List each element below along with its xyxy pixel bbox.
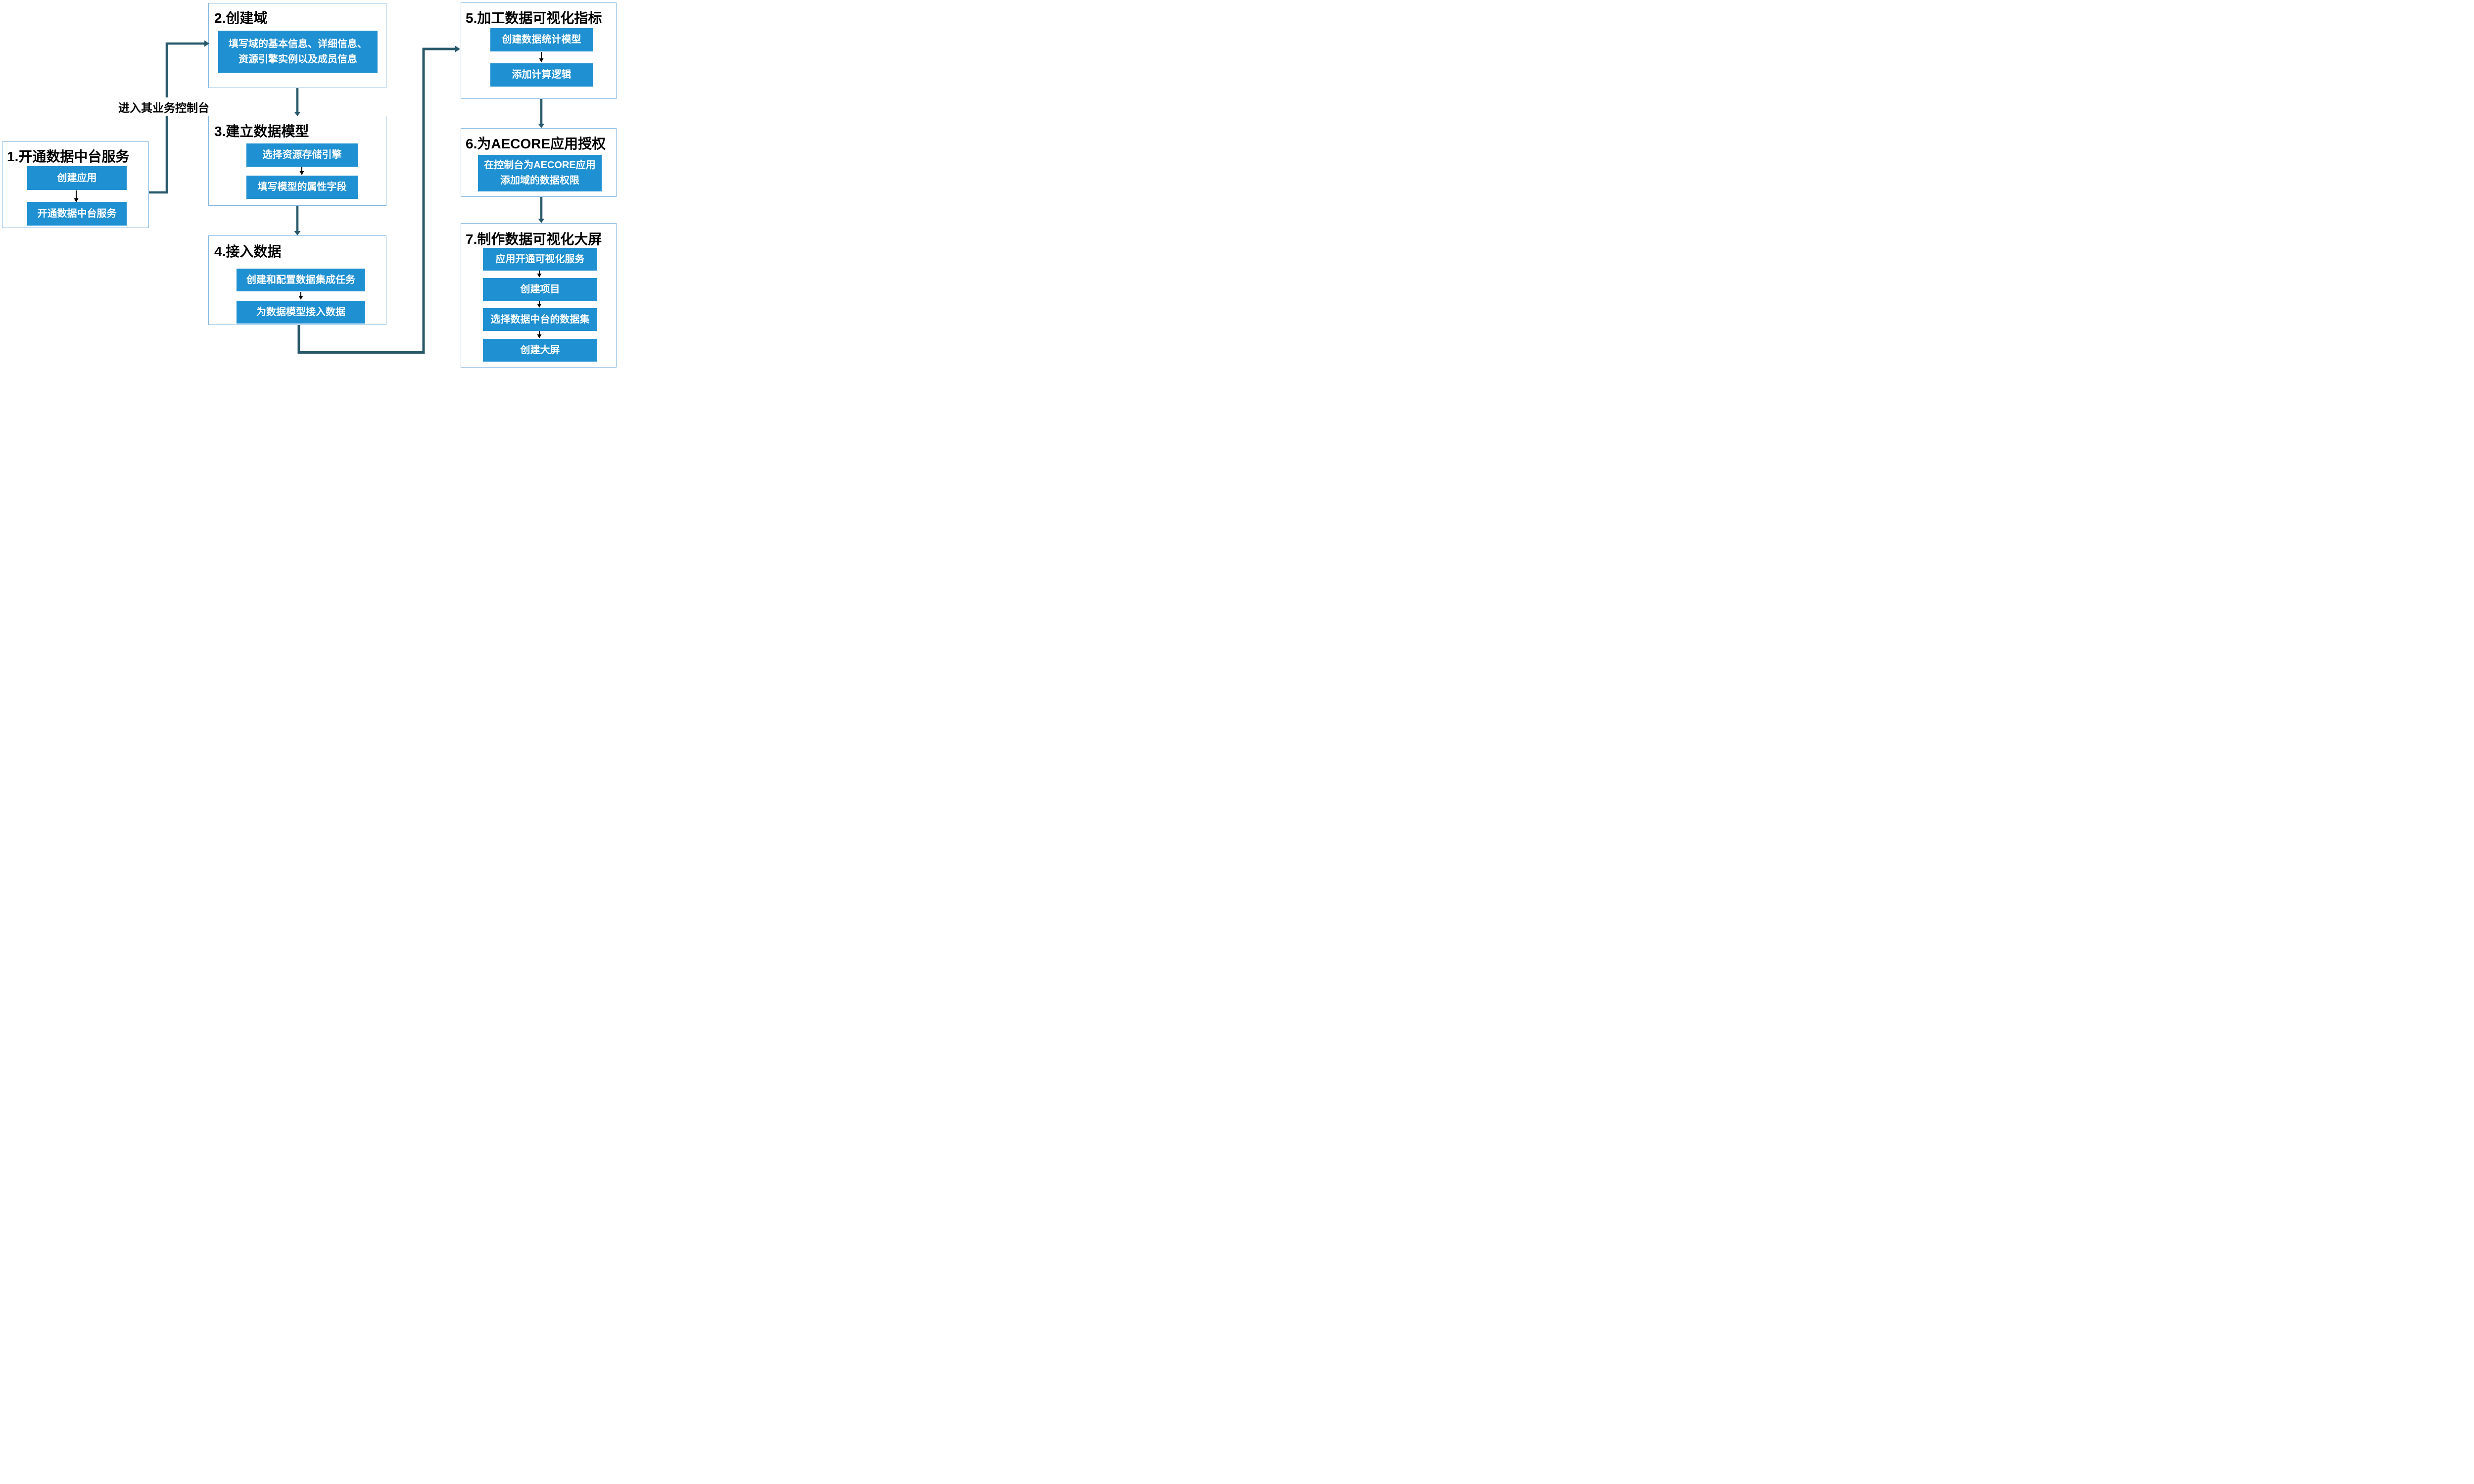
stage-3-step-1: 选择资源存储引擎 [246, 143, 358, 167]
connector-stage3-to-stage4 [294, 206, 301, 235]
flowchart-canvas: 1.开通数据中台服务 创建应用 开通数据中台服务 2.创建域 填写域的基本信息、… [0, 0, 618, 371]
stage-1-step-1: 创建应用 [27, 166, 127, 190]
flow-label-enter-console: 进入其业务控制台 [118, 97, 209, 116]
stage-4-step-1: 创建和配置数据集成任务 [237, 269, 365, 291]
stage-7-step-2: 创建项目 [483, 278, 597, 301]
stage-2-title: 2.创建域 [214, 10, 268, 26]
stage-4-title: 4.接入数据 [214, 244, 282, 259]
stage-4-step-2: 为数据模型接入数据 [237, 301, 365, 324]
stage-3-step-2: 填写模型的属性字段 [246, 176, 358, 199]
connector-stage2-to-stage3 [294, 88, 301, 116]
stage-7-step-1: 应用开通可视化服务 [483, 248, 597, 271]
stage-5-step-1: 创建数据统计模型 [490, 28, 593, 51]
stage-5-title: 5.加工数据可视化指标 [466, 10, 602, 26]
stage-7-box: 7.制作数据可视化大屏 应用开通可视化服务 创建项目 选择数据中台的数据集 创建… [461, 223, 617, 368]
stage-2-box: 2.创建域 填写域的基本信息、详细信息、 资源引擎实例以及成员信息 [208, 3, 386, 88]
stage-7-step-4: 创建大屏 [483, 339, 597, 362]
stage-1-step-2: 开通数据中台服务 [27, 202, 127, 226]
stage-2-step-1: 填写域的基本信息、详细信息、 资源引擎实例以及成员信息 [218, 31, 378, 73]
stage-5-box: 5.加工数据可视化指标 创建数据统计模型 添加计算逻辑 [461, 2, 617, 99]
stage-6-step-1: 在控制台为AECORE应用 添加域的数据权限 [478, 155, 602, 191]
stage-4-box: 4.接入数据 创建和配置数据集成任务 为数据模型接入数据 [208, 235, 386, 325]
stage-1-box: 1.开通数据中台服务 创建应用 开通数据中台服务 [2, 141, 149, 228]
stage-7-step-3: 选择数据中台的数据集 [483, 308, 597, 331]
connector-stage6-to-stage7 [538, 197, 545, 223]
connector-stage1-to-stage2 [149, 40, 209, 194]
stage-3-title: 3.建立数据模型 [214, 124, 309, 139]
stage-3-box: 3.建立数据模型 选择资源存储引擎 填写模型的属性字段 [208, 116, 386, 206]
stage-7-title: 7.制作数据可视化大屏 [466, 232, 602, 247]
stage-6-title: 6.为AECORE应用授权 [466, 136, 606, 151]
stage-5-step-2: 添加计算逻辑 [490, 63, 593, 87]
stage-1-title: 1.开通数据中台服务 [7, 149, 130, 164]
connector-stage5-to-stage6 [538, 99, 545, 128]
stage-6-box: 6.为AECORE应用授权 在控制台为AECORE应用 添加域的数据权限 [461, 128, 617, 197]
